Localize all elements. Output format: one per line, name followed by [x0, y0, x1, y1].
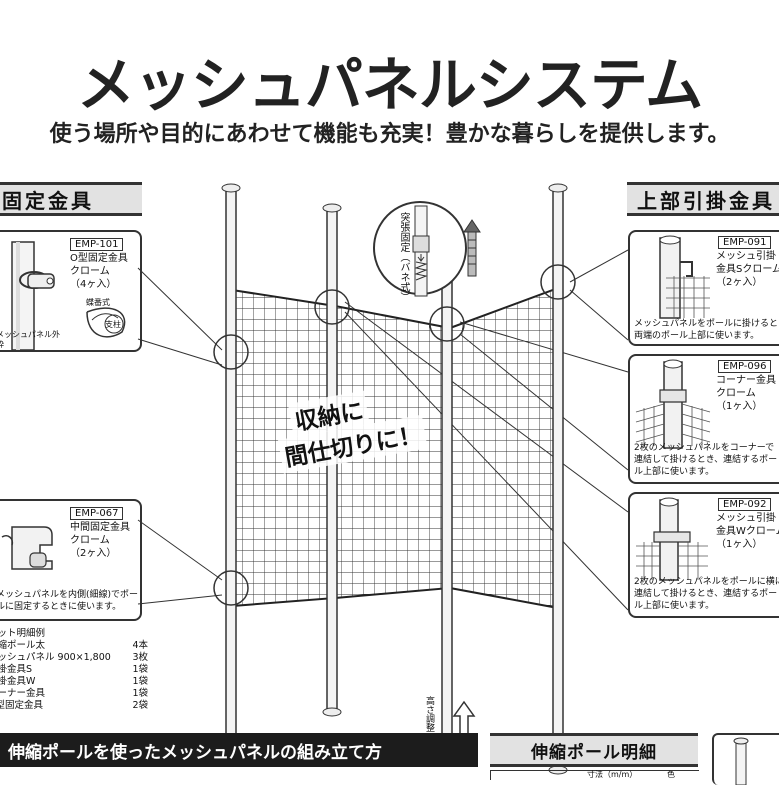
kit-item-qty: 1袋 [132, 688, 148, 699]
page-subtitle: 使う場所や目的にあわせて機能も充実！豊かな暮らしを提供します。 [49, 122, 730, 147]
emp-091-usage-2: 両端のポール上部に使います。 [634, 331, 760, 341]
emp-101-frame-label: メッシュパネル外枠 [0, 330, 60, 349]
kit-item-name: メッシュパネル 900×1,800 [0, 652, 111, 663]
emp-067-line-3: （2ヶ入） [70, 548, 117, 559]
emp-096-usage-3: ル上部に使います。 [634, 467, 715, 477]
left-section-header-text: 固定金具 [2, 188, 94, 213]
kit-item-qty: 1袋 [132, 664, 148, 675]
left-section-header: 固定金具 [0, 182, 142, 216]
emp-092-usage: 2枚のメッシュパネルをポールに横に 連結して掛けるとき、連結するポー ル上部に使… [634, 576, 779, 612]
right-section-header: 上部引掛金具 [627, 182, 779, 216]
emp-067-usage: メッシュパネルを内側(細線)でポー ルに固定するときに使います。 [0, 589, 138, 613]
kit-item: コーナー金具 1袋 [0, 688, 148, 700]
kit-item-name: O型固定金具 [0, 700, 43, 711]
emp-096-code: EMP-096 [718, 360, 772, 373]
kit-item-qty: 4本 [132, 640, 148, 651]
kit-item-qty: 2袋 [132, 700, 148, 711]
emp-092-code: EMP-092 [718, 498, 772, 511]
emp-092-usage-3: ル上部に使います。 [634, 601, 715, 611]
height-adjust-label: 高さ調整 [424, 696, 434, 732]
emp-067-code: EMP-067 [70, 507, 124, 520]
kit-item-name: 伸縮ポール太 [0, 640, 46, 651]
assembly-banner-text: 伸縮ポールを使ったメッシュパネルの組み立て方 [8, 742, 382, 763]
emp-067-line-2: クローム [70, 535, 110, 546]
pole-sketch-icon [733, 737, 749, 785]
detail-circles [213, 264, 576, 606]
emp-101-line-3: （4ヶ入） [70, 279, 117, 290]
kit-item-qty: 1袋 [132, 676, 148, 687]
corner-bracket-diagram-icon [635, 359, 711, 449]
emp-096-desc: コーナー金具 クローム （1ヶ入） [716, 374, 776, 413]
up-arrow-icon [463, 219, 481, 233]
kit-item: メッシュパネル 900×1,800 3枚 [0, 652, 148, 664]
tension-label: 突張固定（バネ式） [398, 212, 409, 302]
emp-091-line-1: メッシュ引掛 [716, 251, 776, 262]
table-header-color: 色 [667, 770, 675, 779]
emp-096-line-3: （1ヶ入） [716, 401, 763, 412]
kit-item-qty: 3枚 [132, 652, 148, 663]
emp-067-usage-1: メッシュパネルを内側(細線)でポー [0, 590, 139, 600]
emp-096-usage-1: 2枚のメッシュパネルをコーナーで [634, 443, 775, 453]
emp-091-usage-1: メッシュパネルをポールに掛けるとき [634, 319, 779, 329]
assembly-banner: 伸縮ポールを使ったメッシュパネルの組み立て方 [0, 733, 478, 767]
callout-emp-091: EMP-091 メッシュ引掛 金具Sクローム （2ヶ入） メッシュパネルをポール… [628, 230, 779, 346]
page-title: メッシュパネルシステム [76, 51, 703, 119]
emp-092-desc: メッシュ引掛 金具Wクローム （1ヶ入） [716, 512, 779, 551]
pole-spec-header: 伸縮ポール明細 [490, 733, 698, 767]
emp-067-line-1: 中間固定金具 [70, 522, 130, 533]
emp-092-usage-1: 2枚のメッシュパネルをポールに横に [634, 577, 779, 587]
o-bracket-diagram-icon [11, 241, 126, 350]
callout-emp-067: EMP-067 中間固定金具 クローム （2ヶ入） メッシュパネルを内側(細線)… [0, 499, 142, 621]
emp-067-usage-2: ルに固定するときに使います。 [0, 602, 122, 612]
emp-096-line-1: コーナー金具 [716, 375, 776, 386]
emp-101-pole-label: 支柱 [105, 320, 121, 329]
emp-096-usage: 2枚のメッシュパネルをコーナーで 連結して掛けるとき、連結するポー ル上部に使い… [634, 442, 777, 478]
emp-091-desc: メッシュ引掛 金具Sクローム （2ヶ入） [716, 250, 779, 289]
emp-101-code: EMP-101 [70, 238, 124, 251]
emp-096-line-2: クローム [716, 388, 756, 399]
emp-091-usage: メッシュパネルをポールに掛けるとき 両端のポール上部に使います。 [634, 318, 779, 342]
right-section-header-text: 上部引掛金具 [637, 188, 775, 213]
emp-092-usage-2: 連結して掛けるとき、連結するポー [634, 589, 778, 599]
pole-sketch-box [712, 733, 779, 785]
emp-091-code: EMP-091 [718, 236, 772, 249]
emp-091-line-3: （2ヶ入） [716, 277, 763, 288]
emp-067-desc: 中間固定金具 クローム （2ヶ入） [70, 521, 130, 560]
table-header-size: 寸法（m/m） [587, 770, 638, 779]
emp-101-screw-label: 蝶番式 [86, 298, 110, 307]
emp-092-line-1: メッシュ引掛 [716, 513, 776, 524]
emp-092-line-3: （1ヶ入） [716, 539, 763, 550]
kit-item: O型固定金具 2袋 [0, 700, 148, 712]
emp-101-line-1: O型固定金具 [70, 253, 128, 264]
emp-101-line-2: クローム [70, 266, 110, 277]
emp-092-line-2: 金具Wクローム [716, 526, 779, 537]
callout-emp-101: EMP-101 O型固定金具 クローム （4ヶ入） 蝶番式 支柱 メッシュパネル… [0, 230, 142, 352]
emp-091-line-2: 金具Sクローム [716, 264, 779, 275]
w-hook-diagram-icon [636, 497, 708, 581]
callout-emp-096: EMP-096 コーナー金具 クローム （1ヶ入） 2枚のメッシュパネルをコーナ… [628, 354, 779, 484]
mesh-panel-right [449, 286, 559, 610]
middle-bracket-diagram-icon [1, 526, 53, 570]
pole-spec-table: 寸法（m/m） 色 [490, 770, 699, 780]
s-hook-diagram-icon [659, 235, 710, 319]
emp-096-usage-2: 連結して掛けるとき、連結するポー [634, 455, 778, 465]
kit-list: セット明細例 伸縮ポール太 4本 メッシュパネル 900×1,800 3枚 引掛金具… [0, 628, 148, 712]
kit-heading-text: セット明細例 [0, 628, 46, 639]
emp-101-desc: O型固定金具 クローム （4ヶ入） [70, 252, 128, 291]
kit-heading: セット明細例 [0, 628, 148, 640]
kit-item-name: コーナー金具 [0, 688, 46, 699]
pole-spec-header-text: 伸縮ポール明細 [531, 742, 657, 763]
callout-emp-092: EMP-092 メッシュ引掛 金具Wクローム （1ヶ入） 2枚のメッシュパネルを… [628, 492, 779, 618]
kit-item: 伸縮ポール太 4本 [0, 640, 148, 652]
